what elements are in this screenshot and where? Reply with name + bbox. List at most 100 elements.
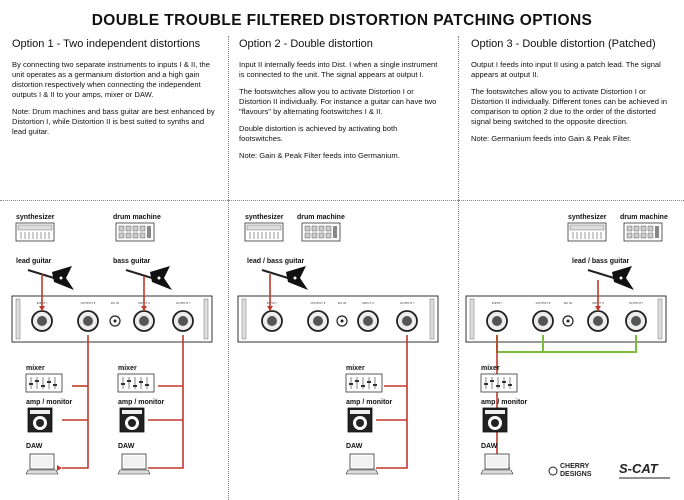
option-paragraph: Note: Gain & Peak Filter feeds into Germ… bbox=[239, 151, 400, 160]
option-paragraph: Note: Germanium feeds into Gain & Peak F… bbox=[471, 134, 632, 143]
laptop-icon bbox=[345, 453, 379, 475]
synthesizer-label: synthesizer bbox=[568, 214, 607, 221]
option-paragraph: Double distortion is achieved by activat… bbox=[239, 124, 398, 143]
drum-machine-icon bbox=[115, 222, 155, 242]
dc-pin bbox=[113, 319, 117, 323]
jack-hole bbox=[267, 316, 277, 326]
cable bbox=[62, 335, 89, 469]
laptop-icon bbox=[117, 453, 151, 475]
panel-rail bbox=[203, 298, 209, 340]
arrow-head bbox=[267, 306, 273, 311]
laptop-icon bbox=[480, 453, 514, 475]
option-paragraph: Note: Drum machines and bass guitar are … bbox=[12, 107, 215, 136]
jack-label: OUTPUT II bbox=[81, 301, 96, 305]
cable bbox=[542, 335, 637, 353]
option-3-text: Option 3 - Double distortion (Patched) O… bbox=[471, 38, 676, 151]
daw-label: DAW bbox=[118, 443, 135, 450]
mixer-label: mixer bbox=[118, 365, 137, 372]
jack-hole bbox=[538, 316, 548, 326]
jack-hole bbox=[37, 316, 47, 326]
dc-label: DC IN bbox=[564, 301, 572, 305]
dc-label: DC IN bbox=[111, 301, 119, 305]
cherry-designs-logo: CHERRY DESIGNS bbox=[548, 463, 592, 478]
option-paragraph: The footswitches allow you to activate D… bbox=[239, 87, 437, 116]
instrument-label: lead / bass guitar bbox=[247, 258, 304, 265]
section-divider bbox=[0, 200, 684, 201]
option-1-text: Option 1 - Two independent distortions B… bbox=[12, 38, 218, 144]
option-paragraph: Input II internally feeds into Dist. I w… bbox=[239, 60, 438, 79]
drum-machine-icon bbox=[301, 222, 341, 242]
amp-monitor-icon bbox=[347, 407, 373, 433]
option-3-diagram: synthesizer drum machine lead / bass guita… bbox=[465, 214, 668, 475]
amp-monitor-icon bbox=[27, 407, 53, 433]
column-divider bbox=[228, 200, 229, 500]
column-divider bbox=[458, 200, 459, 500]
mixer-icon bbox=[345, 373, 383, 393]
panel-rail bbox=[241, 298, 247, 340]
jack-hole bbox=[83, 316, 93, 326]
dc-label: DC IN bbox=[338, 301, 346, 305]
mixer-icon bbox=[25, 373, 63, 393]
synthesizer-icon bbox=[15, 222, 55, 242]
option-1-diagram: synthesizer drum machine lead guitar bass g… bbox=[11, 214, 213, 475]
svg-text:DESIGNS: DESIGNS bbox=[560, 471, 592, 478]
bass-guitar-icon bbox=[125, 265, 173, 291]
jack-hole bbox=[402, 316, 412, 326]
drum-machine-label: drum machine bbox=[113, 214, 161, 221]
arrow-head bbox=[39, 306, 45, 311]
lead-guitar-icon bbox=[27, 265, 75, 291]
panel-rail bbox=[657, 298, 663, 340]
jack-label: INPUT I bbox=[492, 301, 503, 305]
synthesizer-label: synthesizer bbox=[16, 214, 55, 221]
synthesizer-icon bbox=[567, 222, 607, 242]
jack-hole bbox=[139, 316, 149, 326]
drum-machine-label: drum machine bbox=[297, 214, 345, 221]
jack-label: INPUT II bbox=[362, 301, 374, 305]
synthesizer-label: synthesizer bbox=[245, 214, 284, 221]
daw-label: DAW bbox=[26, 443, 43, 450]
jack-label: INPUT I bbox=[267, 301, 278, 305]
column-divider bbox=[228, 36, 229, 200]
amp-monitor-icon bbox=[482, 407, 508, 433]
option-heading: Option 2 - Double distortion bbox=[239, 38, 373, 50]
panel-rail bbox=[469, 298, 475, 340]
cable bbox=[148, 335, 184, 469]
laptop-icon bbox=[25, 453, 59, 475]
jack-hole bbox=[178, 316, 188, 326]
arrow-head bbox=[595, 306, 601, 311]
drum-machine-label: drum machine bbox=[620, 214, 668, 221]
option-paragraph: Output I feeds into input II using a pat… bbox=[471, 60, 661, 79]
amp-label: amp / monitor bbox=[118, 399, 165, 406]
arrow-head bbox=[57, 465, 62, 471]
dc-pin bbox=[566, 319, 570, 323]
jack-label: OUTPUT I bbox=[400, 301, 414, 305]
bass-guitar-label: bass guitar bbox=[113, 258, 151, 265]
amp-label: amp / monitor bbox=[346, 399, 393, 406]
synthesizer-icon bbox=[244, 222, 284, 242]
guitar-icon bbox=[587, 265, 635, 291]
panel-rail bbox=[15, 298, 21, 340]
arrow-head bbox=[141, 306, 147, 311]
jack-label: OUTPUT I bbox=[176, 301, 190, 305]
option-heading: Option 1 - Two independent distortions bbox=[12, 38, 201, 50]
jack-label: OUTPUT II bbox=[536, 301, 551, 305]
column-divider bbox=[458, 36, 459, 200]
mixer-label: mixer bbox=[26, 365, 45, 372]
jack-label: OUTPUT II bbox=[311, 301, 326, 305]
option-2-text: Option 2 - Double distortion Input II in… bbox=[239, 38, 439, 168]
option-paragraph: The footswitches allow you to activate D… bbox=[471, 87, 667, 126]
mixer-label: mixer bbox=[346, 365, 365, 372]
panel-rail bbox=[429, 298, 435, 340]
guitar-icon bbox=[261, 265, 309, 291]
amp-label: amp / monitor bbox=[26, 399, 73, 406]
option-2-diagram: synthesizer drum machine lead / bass guita… bbox=[237, 214, 439, 475]
amp-monitor-icon bbox=[119, 407, 145, 433]
jack-hole bbox=[631, 316, 641, 326]
option-paragraph: By connecting two separate instruments t… bbox=[12, 60, 210, 99]
svg-text:CHERRY: CHERRY bbox=[560, 463, 590, 470]
lead-guitar-label: lead guitar bbox=[16, 258, 52, 265]
drum-machine-icon bbox=[623, 222, 663, 242]
option-heading: Option 3 - Double distortion (Patched) bbox=[471, 38, 656, 50]
instrument-label: lead / bass guitar bbox=[572, 258, 629, 265]
dc-pin bbox=[340, 319, 344, 323]
